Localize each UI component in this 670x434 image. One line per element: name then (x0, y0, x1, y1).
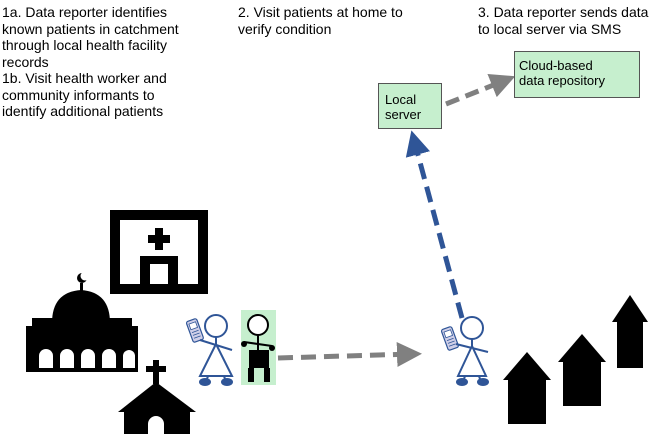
step-1b-text: 1b. Visit health worker and community in… (2, 70, 167, 119)
data-reporter-figure (198, 314, 234, 386)
mosque-icon (26, 271, 138, 372)
church-icon (118, 360, 196, 434)
mobile-phone-icon (440, 326, 459, 351)
step-2-text: 2. Visit patients at home to verify cond… (238, 4, 403, 37)
sms-arrow (405, 130, 465, 319)
server-to-cloud-arrow (445, 73, 516, 107)
cloud-repository-box: Cloud-based data repository (514, 51, 640, 98)
mobile-phone-icon (185, 318, 204, 343)
data-reporter-figure (455, 316, 489, 386)
patient-figure (241, 310, 276, 385)
houses-icon (503, 295, 648, 424)
home-visit-arrow (277, 341, 422, 367)
step-1a-text: 1a. Data reporter identifies known patie… (2, 4, 179, 70)
hospital-icon (110, 210, 208, 294)
step-3-text: 3. Data reporter sends data to local ser… (478, 4, 649, 37)
local-server-box: Local server (378, 83, 442, 129)
